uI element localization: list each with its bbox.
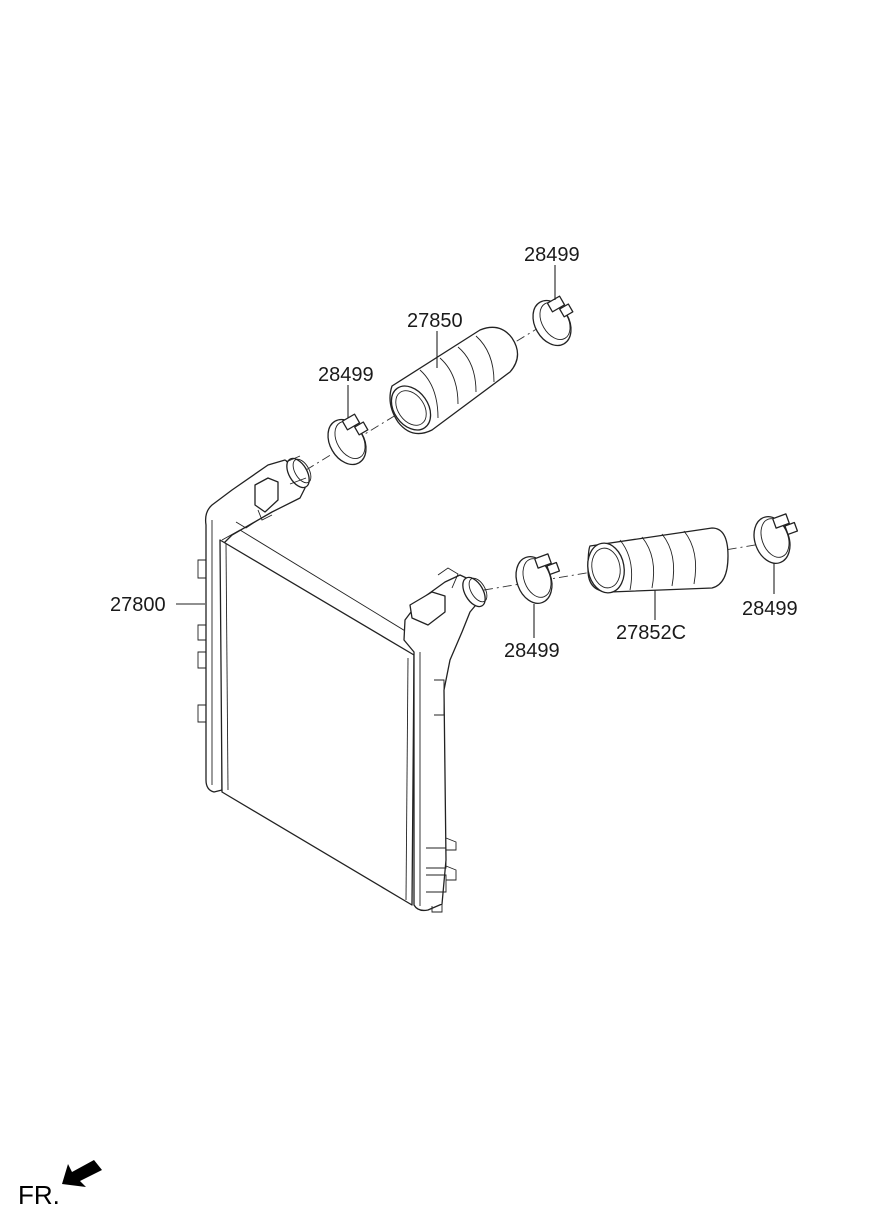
- callout-clamp-lower-right: 28499: [742, 598, 798, 620]
- callout-intercooler: 27800: [110, 594, 166, 616]
- callout-clamp-upper-left: 28499: [318, 364, 374, 386]
- callout-hose-upper: 27850: [407, 310, 463, 332]
- callout-hose-lower: 27852C: [616, 622, 686, 644]
- front-arrow-icon: [62, 1160, 102, 1187]
- callout-clamp-top-right: 28499: [524, 244, 580, 266]
- fr-label: FR.: [18, 1180, 60, 1210]
- intercooler[interactable]: [197, 455, 491, 913]
- callout-clamp-lower-left: 28499: [504, 640, 560, 662]
- hose-upper[interactable]: [383, 326, 519, 437]
- hose-lower[interactable]: [584, 527, 729, 596]
- clamp-upper-left[interactable]: [320, 413, 373, 472]
- clamp-top-right[interactable]: [525, 294, 578, 353]
- clamp-lower-right[interactable]: [748, 512, 799, 569]
- clamp-lower-left[interactable]: [510, 552, 561, 609]
- front-orientation-indicator: FR.: [18, 1160, 102, 1210]
